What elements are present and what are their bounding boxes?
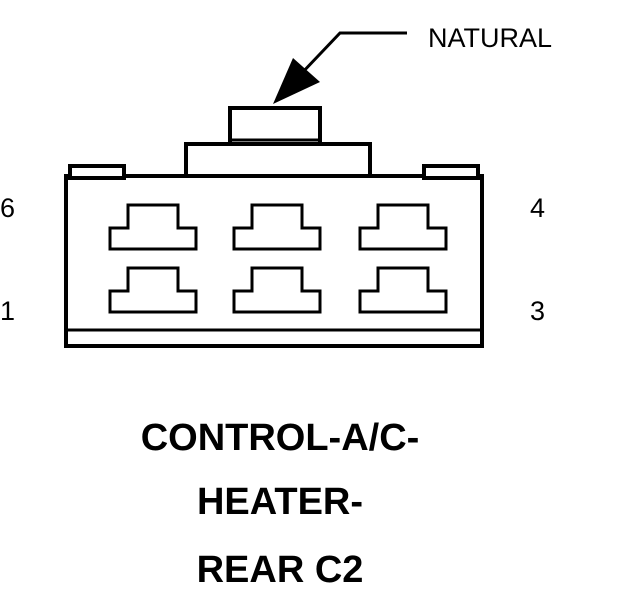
cavity-1-3 (358, 203, 448, 251)
pin-label-4: 4 (530, 193, 545, 223)
callout-leader-line (298, 31, 407, 77)
connector-title-line-2: HEATER- (197, 481, 363, 523)
connector-left-tab (68, 164, 126, 180)
cavity-2-2 (232, 266, 322, 314)
cavity-2-1 (108, 266, 198, 314)
pin-label-6: 6 (0, 193, 15, 223)
cavity-2-3 (358, 266, 448, 314)
connector-title-line-3: REAR C2 (197, 549, 364, 591)
cavity-group (108, 203, 448, 314)
connector-body (64, 174, 484, 348)
cavity-1-2 (232, 203, 322, 251)
callout-label: NATURAL (428, 23, 552, 53)
callout-arrow-icon (273, 58, 320, 104)
pin-label-1: 1 (0, 296, 15, 326)
connector-right-tab (422, 164, 480, 180)
connector-latch-base (184, 142, 372, 178)
connector-title-line-1: CONTROL-A/C- (141, 417, 420, 459)
pin-label-3: 3 (530, 296, 545, 326)
cavity-1-1 (108, 203, 198, 251)
